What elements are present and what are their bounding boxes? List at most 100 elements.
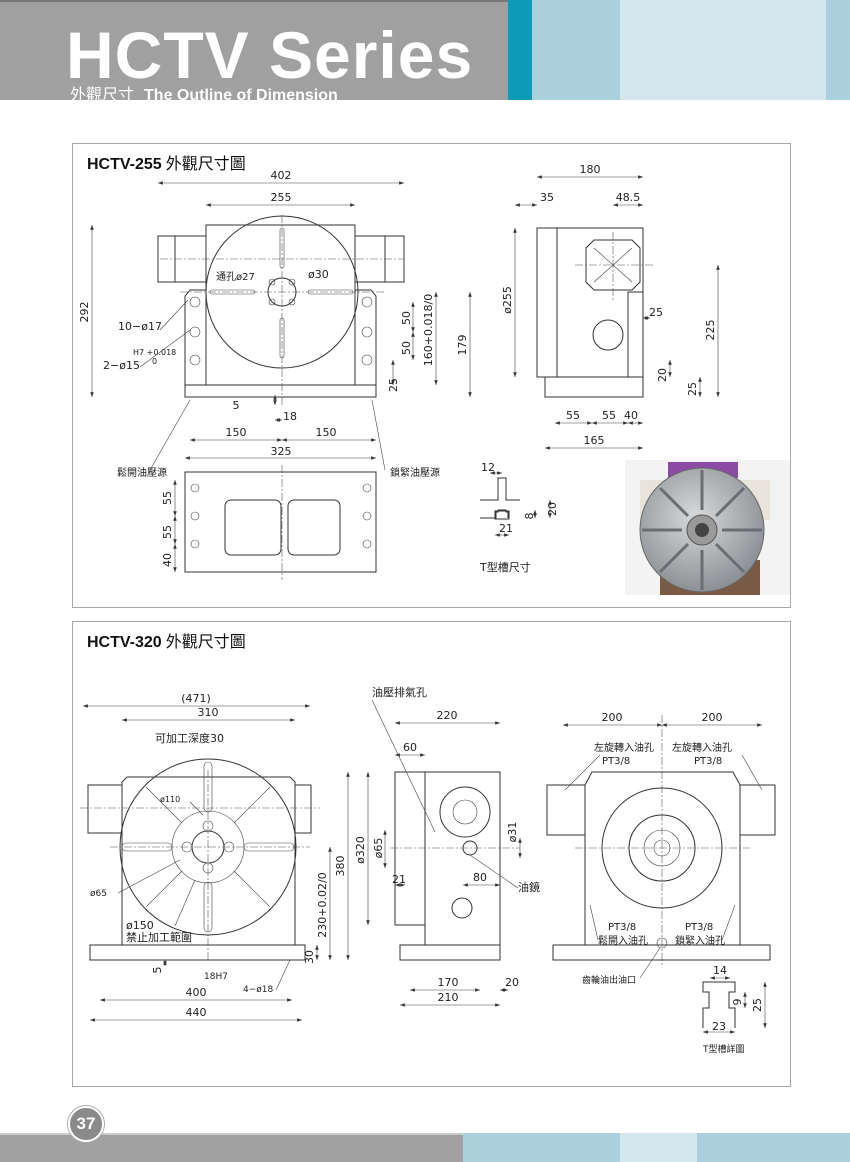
model-name: HCTV-255	[87, 156, 162, 173]
annotation-label: 0	[152, 357, 157, 366]
annotation-label: 鬆開油壓源	[117, 466, 167, 479]
dimension-label: 292	[78, 302, 91, 323]
model-name: HCTV-320	[87, 634, 162, 651]
dimension-label: 30	[303, 950, 316, 964]
dimension-label: 150	[226, 426, 247, 439]
dimension-label: 21	[499, 522, 513, 535]
dimension-label: 230+0.02/0	[316, 872, 329, 937]
hctv255-tslot-detail	[480, 477, 520, 520]
hctv320-tslot-detail	[702, 981, 736, 1028]
dimension-label: ø31	[506, 822, 519, 843]
annotation-label: PT3/8	[685, 922, 713, 933]
hctv320-rear-view	[546, 715, 776, 965]
annotation-label: 2−ø15	[103, 359, 140, 372]
leader-line	[159, 299, 189, 331]
dimension-label: 40	[161, 553, 174, 567]
annotation-label: 可加工深度30	[155, 731, 224, 745]
annotation-label: H7 +0.018	[133, 348, 176, 357]
annotation-label: 18H7	[204, 972, 228, 982]
leader-line	[189, 801, 204, 816]
dimension-label: 40	[624, 409, 638, 422]
dimension-label: 25	[751, 998, 764, 1012]
dimension-label: 160+0.018/0	[422, 294, 435, 366]
dimension-label: 310	[198, 706, 219, 719]
dimension-label: ø320	[354, 836, 367, 864]
dimension-label: 20	[546, 502, 559, 516]
dimension-label: ø65	[372, 838, 385, 859]
footer-stripe	[697, 1133, 850, 1162]
hctv320-side-view	[390, 771, 520, 961]
dimension-label: 48.5	[616, 191, 641, 204]
leader-line	[639, 947, 661, 979]
footer-stripe	[463, 1133, 620, 1162]
dimension-label: 60	[403, 741, 417, 754]
annotation-label: 鎖緊油壓源	[390, 466, 440, 479]
annotation-label: 通孔ø27	[216, 271, 255, 283]
dimension-label: 210	[438, 991, 459, 1004]
dimension-label: 55	[602, 409, 616, 422]
dimension-label: 18	[283, 410, 297, 423]
dimension-label: 402	[271, 169, 292, 182]
dimension-label: 255	[271, 191, 292, 204]
leader-line	[371, 399, 386, 471]
leader-line	[741, 754, 763, 791]
page-number: 37	[68, 1106, 104, 1142]
dimension-label: 20	[656, 368, 669, 382]
panel-title-cn: 外觀尺寸圖	[165, 634, 246, 651]
leader-line	[117, 859, 181, 894]
page-title: HCTV Series	[66, 18, 474, 92]
header-band	[0, 0, 508, 100]
product-photo	[625, 460, 790, 595]
annotation-label: 左旋轉入油孔	[672, 741, 732, 754]
header-stripe-pale	[620, 0, 826, 100]
dimension-label: 165	[584, 434, 605, 447]
leader-line	[149, 399, 191, 471]
header-stripe-blue-2	[826, 0, 850, 100]
annotation-label: T型槽詳圖	[702, 1043, 745, 1055]
annotation-label: 禁止加工範圍	[126, 930, 192, 944]
annotation-label: ø110	[160, 795, 180, 804]
dimension-label: 50	[400, 341, 413, 355]
dimension-label: 225	[704, 320, 717, 341]
panel-title-cn: 外觀尺寸圖	[165, 156, 246, 173]
annotation-label: 油鏡	[518, 880, 540, 894]
leader-line	[275, 959, 291, 991]
annotation-label: PT3/8	[694, 756, 722, 767]
dimension-label: 55	[161, 491, 174, 505]
dimension-label: 380	[334, 856, 347, 877]
dimension-label: 8	[523, 513, 536, 520]
leader-line	[589, 904, 599, 941]
annotation-label: 油壓排氣孔	[372, 685, 427, 699]
hctv255-side-view	[536, 227, 655, 398]
dimension-label: 170	[438, 976, 459, 989]
dimension-label: 200	[602, 711, 623, 724]
hctv320-front-view	[80, 758, 320, 961]
annotation-label: 4−ø18	[243, 985, 273, 995]
dimension-label: 5	[151, 967, 164, 974]
dimension-label: 220	[437, 709, 458, 722]
dimension-label: 25	[649, 306, 663, 319]
hctv255-front-view	[157, 215, 405, 405]
hctv255-bottom-view	[184, 465, 377, 580]
annotation-label: PT3/8	[608, 922, 636, 933]
header-stripe-blue	[532, 0, 620, 100]
dimension-label: 14	[713, 964, 727, 977]
annotation-label: T型槽尺寸	[479, 560, 531, 574]
dimension-label: 55	[161, 525, 174, 539]
dimension-label: 180	[580, 163, 601, 176]
dimension-label: 325	[271, 445, 292, 458]
dimension-label: 9	[731, 999, 744, 1006]
header-stripe-teal	[508, 0, 532, 100]
leader-line	[139, 329, 191, 368]
dimension-label: 200	[702, 711, 723, 724]
dimension-label: 25	[387, 378, 400, 392]
annotation-label: ø150	[126, 919, 154, 932]
leader-line	[174, 879, 196, 927]
dimension-label: 12	[481, 461, 495, 474]
